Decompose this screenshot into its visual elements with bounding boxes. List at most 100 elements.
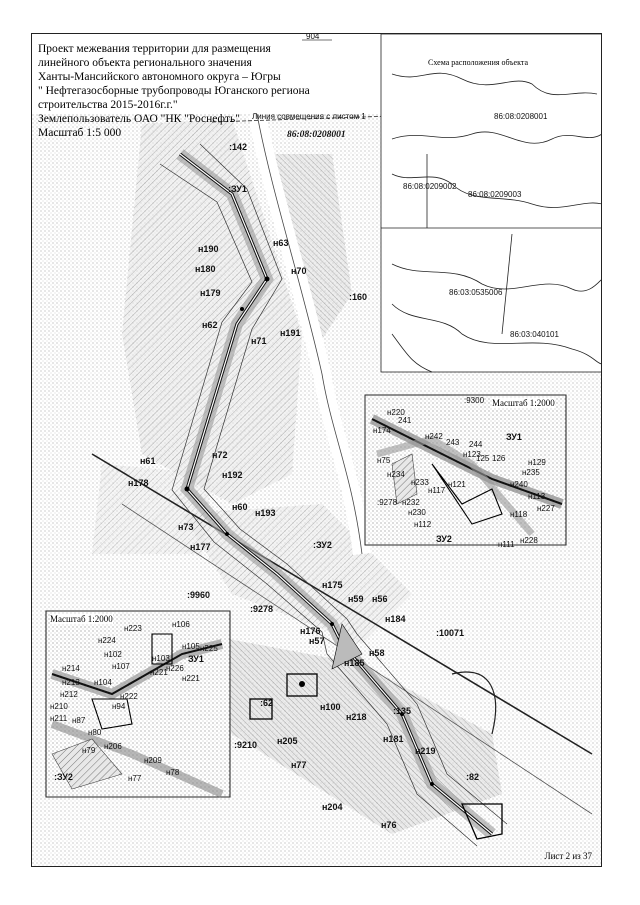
inset-right-label: н129 <box>528 458 546 467</box>
map-label: н204 <box>322 802 343 812</box>
inset-left-label: н206 <box>104 742 122 751</box>
inset-right-label: 243 <box>446 438 460 447</box>
map-label: :135 <box>393 706 412 716</box>
map-label: :142 <box>229 142 248 152</box>
map-label: н57 <box>309 636 325 646</box>
inset-right-label: н121 <box>448 480 466 489</box>
map-label: н192 <box>222 470 243 480</box>
map-label: н191 <box>280 328 301 338</box>
inset-left-label: н107 <box>112 662 130 671</box>
scheme-label: 86:08:0209002 <box>403 182 457 191</box>
map-label: н179 <box>200 288 221 298</box>
inset-right-label: 241 <box>398 416 412 425</box>
map-label: н71 <box>251 336 267 346</box>
inset-right-label: 125 <box>476 454 490 463</box>
map-label: н181 <box>383 734 404 744</box>
inset-right-label: н232 <box>402 498 420 507</box>
map-label: н176 <box>300 626 321 636</box>
inset-right-label: н75 <box>377 456 391 465</box>
inset-right-title: Масштаб 1:2000 <box>492 398 555 408</box>
inset-left-label: ЗУ1 <box>188 654 204 664</box>
map-label: н218 <box>346 712 367 722</box>
map-graphics <box>32 34 601 866</box>
scheme-title: Схема расположения объекта <box>428 58 529 67</box>
scheme-label: 86:03:040101 <box>510 330 559 339</box>
inset-left-label: н212 <box>60 690 78 699</box>
inset-right-label: н240 <box>510 480 528 489</box>
map-label: н180 <box>195 264 216 274</box>
inset-left-label: н77 <box>128 774 142 783</box>
map-label: н77 <box>291 760 307 770</box>
map-label: н73 <box>178 522 194 532</box>
map-label: :160 <box>349 292 368 302</box>
map-label: н178 <box>128 478 149 488</box>
title-line: Ханты-Мансийского автономного округа – Ю… <box>38 71 281 83</box>
map-label: н70 <box>291 266 307 276</box>
map-label: н190 <box>198 244 219 254</box>
scheme-label: 86:08:0209003 <box>468 190 522 199</box>
inset-left-label: н223 <box>124 624 142 633</box>
map-label: :10071 <box>436 628 465 638</box>
match-line-label: Линия совмещения с листом 1 <box>252 112 366 121</box>
inset-right-label: н111 <box>498 540 515 549</box>
inset-right-label: 244 <box>469 440 483 449</box>
map-label: :82 <box>466 772 480 782</box>
inset-right-label: 126 <box>492 454 506 463</box>
inset-left-label: н78 <box>166 768 180 777</box>
sheet-number: Лист 2 из 37 <box>544 851 592 861</box>
inset-left-label: н222 <box>120 692 138 701</box>
scheme-label: 86:03:0535006 <box>449 288 503 297</box>
map-label: н177 <box>190 542 211 552</box>
inset-right-label: н233 <box>411 478 429 487</box>
map-label: н193 <box>255 508 276 518</box>
map-sheet: Схема расположения объекта 86:08:0208001… <box>31 33 602 867</box>
inset-right-label: ЗУ2 <box>436 534 452 544</box>
title-line: Масштаб 1:5 000 <box>38 127 122 139</box>
inset-left-label: н105 <box>182 642 200 651</box>
inset-left-label: н80 <box>88 728 102 737</box>
map-label: :ЗУ2 <box>313 540 332 550</box>
map-label: :ЗУ1 <box>228 184 247 194</box>
map-label: н61 <box>140 456 156 466</box>
map-label: н175 <box>322 580 343 590</box>
inset-right-label: ЗУ1 <box>506 432 522 442</box>
inset-right-label: н235 <box>522 468 540 477</box>
inset-left-label: н102 <box>104 650 122 659</box>
map-label: н100 <box>320 702 341 712</box>
inset-right-label: н123 <box>463 450 481 459</box>
inset-left-label: н224 <box>98 636 116 645</box>
inset-left-label: н213 <box>62 678 80 687</box>
inset-left-label: н94 <box>112 702 126 711</box>
map-label: н205 <box>277 736 298 746</box>
map-label: н59 <box>348 594 364 604</box>
inset-left-title: Масштаб 1:2000 <box>50 614 113 624</box>
inset-left-label: н87 <box>72 716 86 725</box>
inset-left-label: н210 <box>50 702 68 711</box>
inset-right-label: н117 <box>428 486 446 495</box>
inset-right-label: :9300 <box>464 396 485 405</box>
inset-right-label: н242 <box>425 432 443 441</box>
map-label: н184 <box>385 614 406 624</box>
inset-right-label: н228 <box>520 536 538 545</box>
map-label: н56 <box>372 594 388 604</box>
inset-right-label: н234 <box>387 470 405 479</box>
map-label: н58 <box>369 648 385 658</box>
top-mark: 904 <box>306 33 320 41</box>
inset-left-label: н103 <box>152 654 170 663</box>
inset-left-label: н214 <box>62 664 80 673</box>
inset-right-label: н112 <box>414 520 432 529</box>
map-label: н62 <box>202 320 218 330</box>
inset-right-label: :9278 <box>377 498 398 507</box>
title-line: " Нефтегазосборные трубопроводы Юганског… <box>38 85 310 97</box>
inset-right-label: н113 <box>528 492 546 501</box>
map-label: н76 <box>381 820 397 830</box>
inset-right-label: н174 <box>373 426 391 435</box>
map-label: н185 <box>344 658 365 668</box>
inset-left-label: н225 <box>200 644 218 653</box>
map-label: :62 <box>260 698 274 708</box>
map-label: н60 <box>232 502 248 512</box>
title-line: строительства 2015-2016г.г." <box>38 99 178 111</box>
inset-left-label: н209 <box>144 756 162 765</box>
inset-right-label: н227 <box>537 504 555 513</box>
map-title-block: Проект межевания территории для размещен… <box>38 42 310 140</box>
